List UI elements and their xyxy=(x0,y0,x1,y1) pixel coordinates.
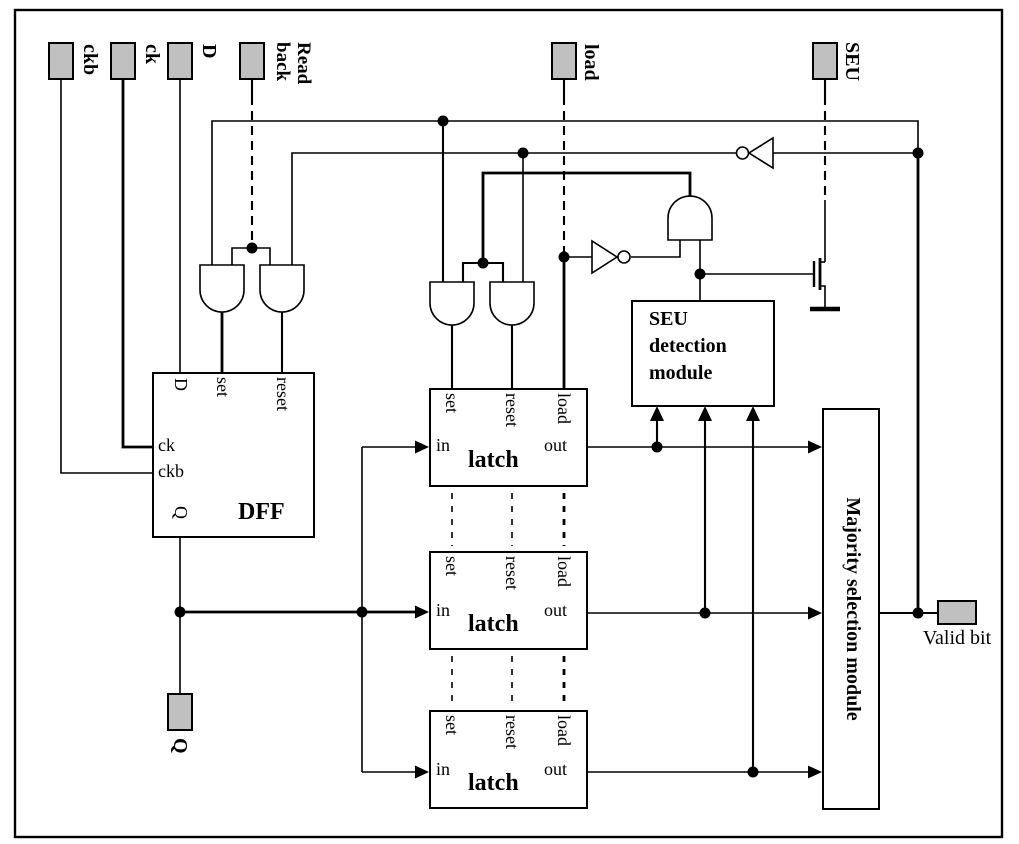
latch-set-and-gate-icon xyxy=(429,281,475,326)
pad-label-d: D xyxy=(198,44,220,59)
dff-set-and-gate-icon xyxy=(199,264,245,313)
wires-thick xyxy=(121,80,920,614)
dff-reset-and-gate-icon xyxy=(259,264,305,313)
majority-in1-arrow xyxy=(808,440,822,454)
latch1-in-arrow xyxy=(415,440,429,454)
pad-label-valid-bit: Valid bit xyxy=(922,627,992,649)
arrowheads xyxy=(415,406,822,779)
inverters xyxy=(591,136,774,275)
dff-title: DFF xyxy=(238,499,285,525)
latch3-pin-load: load xyxy=(554,715,574,746)
latch1-block xyxy=(429,388,588,487)
dff-pin-reset: reset xyxy=(273,377,293,411)
majority-selection-module-block xyxy=(822,408,880,810)
pad-valid-bit xyxy=(937,600,977,625)
pad-label-q: Q xyxy=(169,738,191,754)
pad-read-back xyxy=(239,42,265,80)
and-gates xyxy=(199,195,713,326)
dff-pin-set: set xyxy=(213,377,233,397)
seu-detection-module-title: SEU detection module xyxy=(649,308,727,384)
latch2-pin-load: load xyxy=(554,556,574,587)
latch1-pin-load: load xyxy=(554,393,574,424)
seu-in1-arrow xyxy=(650,406,664,421)
latch2-block xyxy=(429,551,588,650)
dff-pin-ckb: ckb xyxy=(158,461,184,481)
majority-selection-module-title: Majority selection module xyxy=(842,497,864,721)
nmos-transistor-icon xyxy=(812,258,826,308)
pad-ckb xyxy=(48,42,74,80)
latch3-pin-out: out xyxy=(544,759,568,779)
seu-in3-arrow xyxy=(746,406,760,421)
dff-pin-q: Q xyxy=(171,506,191,519)
seu-enable-and-gate-icon xyxy=(667,195,713,241)
pad-q xyxy=(167,693,193,731)
latch2-pin-in: in xyxy=(436,600,451,620)
latch2-pin-set: set xyxy=(442,556,462,576)
pad-ck xyxy=(110,42,136,80)
latch3-pin-reset: reset xyxy=(502,715,522,749)
latch2-in-arrow xyxy=(415,605,429,619)
dff-block xyxy=(152,372,315,538)
dff-pin-d: D xyxy=(171,378,191,391)
latch-reset-and-gate-icon xyxy=(489,281,535,326)
pad-d xyxy=(167,42,193,80)
wires-dashed xyxy=(250,96,827,704)
seu-in2-arrow xyxy=(698,406,712,421)
latch3-block xyxy=(429,710,588,809)
pad-label-load: load xyxy=(580,44,602,81)
latch3-in-arrow xyxy=(415,765,429,779)
pad-label-read-back: Read back xyxy=(272,42,314,85)
latch1-pin-out: out xyxy=(544,435,568,455)
pad-label-ckb: ckb xyxy=(79,44,101,76)
latch2-pin-out: out xyxy=(544,600,568,620)
pad-label-seu: SEU xyxy=(841,42,863,81)
majority-in2-arrow xyxy=(808,606,822,620)
pad-label-ck: ck xyxy=(141,44,163,64)
latch1-title: latch xyxy=(468,447,519,473)
latch1-pin-reset: reset xyxy=(502,393,522,427)
pad-load xyxy=(551,42,577,80)
pad-seu xyxy=(812,42,838,80)
latch2-pin-reset: reset xyxy=(502,556,522,590)
latch3-pin-set: set xyxy=(442,715,462,735)
wires-medium xyxy=(250,80,937,772)
latch1-pin-in: in xyxy=(436,435,451,455)
load-inverter-icon xyxy=(591,239,631,275)
figure-border xyxy=(13,8,1004,839)
feedback-inverter-icon xyxy=(735,136,774,170)
latch3-title: latch xyxy=(468,770,519,796)
dff-pin-ck: ck xyxy=(158,435,175,455)
seu-detection-module-block xyxy=(631,300,775,407)
latch1-pin-set: set xyxy=(442,393,462,413)
majority-in3-arrow xyxy=(808,765,822,779)
junction-dots xyxy=(174,115,924,778)
latch3-pin-in: in xyxy=(436,759,451,779)
latch2-title: latch xyxy=(468,611,519,637)
